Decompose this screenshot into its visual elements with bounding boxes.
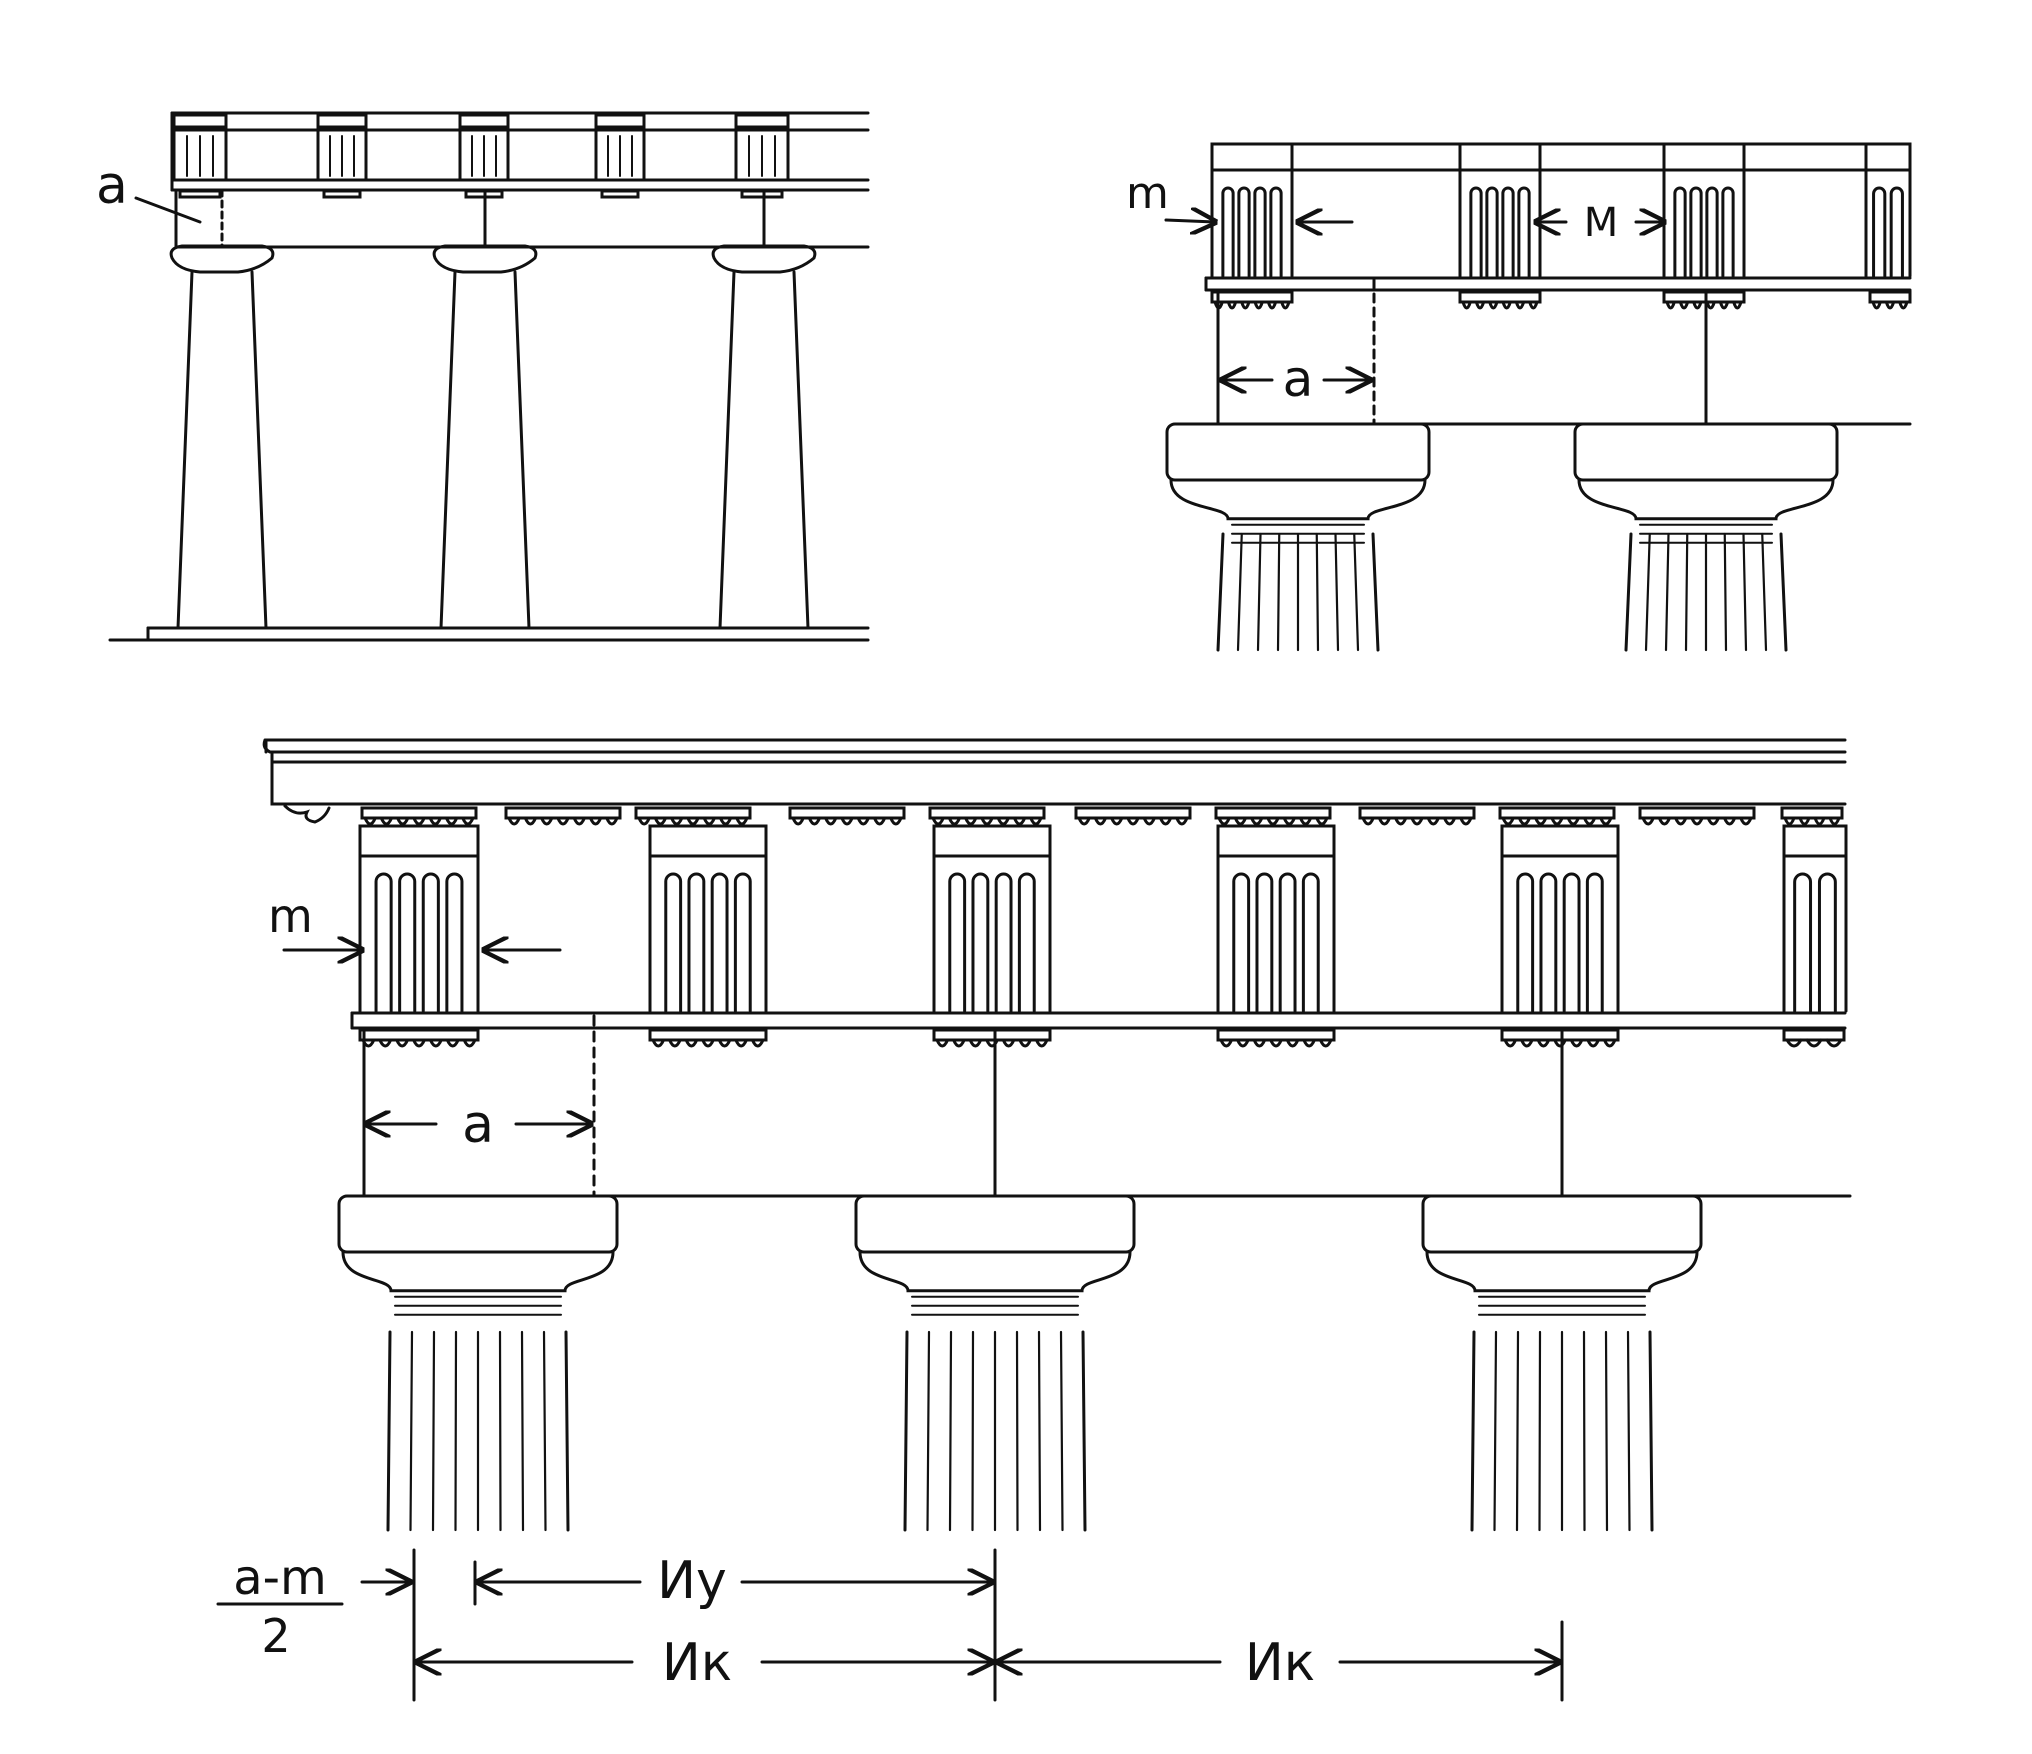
label-a-minus-m: a-m <box>233 1550 327 1606</box>
triglyph <box>594 113 646 199</box>
guttae <box>1638 806 1756 826</box>
guttae <box>360 806 478 826</box>
label-m-corner: m <box>1126 168 1169 219</box>
corner-detail: a m M <box>1126 142 1912 652</box>
label-over-two: 2 <box>261 1609 290 1663</box>
guttae <box>648 1028 768 1048</box>
triglyph <box>458 113 510 199</box>
triglyph <box>1782 824 1848 1013</box>
triglyph <box>1864 142 1912 278</box>
column-capital <box>1421 1194 1703 1532</box>
guttae <box>1500 1028 1620 1048</box>
triglyph <box>1210 142 1294 278</box>
label-M-corner: M <box>1584 200 1619 246</box>
colonnade-overview: a <box>96 111 870 642</box>
triglyph <box>358 824 480 1013</box>
column-capital <box>854 1194 1136 1532</box>
guttae <box>1498 806 1616 826</box>
label-a-main: a <box>462 1095 494 1155</box>
guttae <box>1210 290 1294 310</box>
triglyph <box>1500 824 1620 1013</box>
label-lower-intercolumniation-2: Ик <box>1245 1633 1315 1693</box>
triglyph <box>172 113 228 199</box>
triglyph <box>932 824 1052 1013</box>
guttae <box>932 1028 1052 1048</box>
label-a-overview: a <box>96 156 128 216</box>
column-capital <box>337 1194 619 1532</box>
guttae <box>358 1028 480 1048</box>
guttae <box>1458 290 1542 310</box>
guttae <box>788 806 906 826</box>
guttae <box>1780 806 1844 826</box>
guttae <box>1782 1028 1846 1048</box>
guttae <box>1216 1028 1336 1048</box>
label-m-main: m <box>268 889 313 943</box>
guttae <box>504 806 622 826</box>
triglyph <box>648 824 768 1013</box>
column <box>432 244 538 630</box>
intercolumniation-dimensions: a-m 2 Иу Ик Ик <box>216 1548 1564 1702</box>
triglyph <box>1216 824 1336 1013</box>
column-capital <box>1573 422 1839 652</box>
label-upper-intercolumniation: Иу <box>657 1551 727 1611</box>
column-capital <box>1165 422 1431 652</box>
triglyph <box>316 113 368 199</box>
guttae <box>634 806 752 826</box>
column <box>711 244 817 630</box>
triglyph <box>1458 142 1542 278</box>
guttae <box>1214 806 1332 826</box>
guttae <box>1662 290 1746 310</box>
guttae <box>1074 806 1192 826</box>
main-elevation: a m <box>262 738 1852 1532</box>
guttae <box>928 806 1046 826</box>
guttae <box>1868 290 1912 310</box>
triglyph <box>1662 142 1746 278</box>
guttae <box>1358 806 1476 826</box>
triglyph <box>734 113 790 199</box>
column <box>169 244 275 630</box>
label-a-corner: a <box>1283 350 1314 408</box>
label-lower-intercolumniation-1: Ик <box>662 1633 732 1693</box>
